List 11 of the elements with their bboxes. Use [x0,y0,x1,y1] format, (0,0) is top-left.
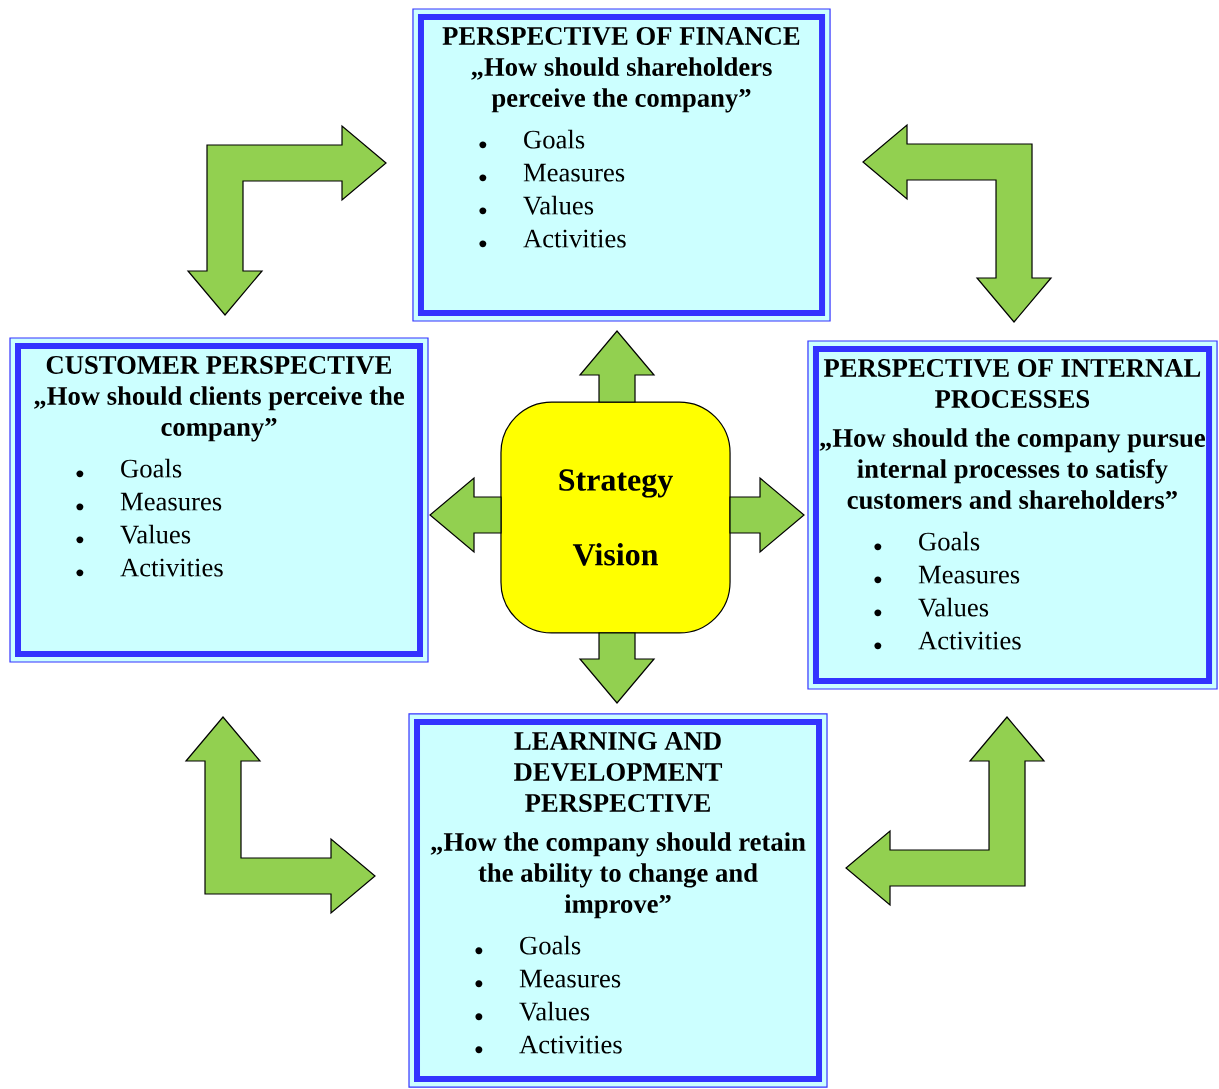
perspective-box: PERSPECTIVE OF FINANCE „How should shareholders perceive the company” Goals Measures Values Activities [412,8,831,322]
block-arrow [429,476,502,554]
perspective-box: LEARNING AND DEVELOPMENT PERSPECTIVE „How the company should retain the ability to change and improve” Goals Measures Values Activities [408,713,828,1088]
block-arrow [186,124,387,316]
block-arrow [184,716,376,915]
rounded-box: Strategy Vision [500,401,731,634]
block-arrow [729,476,805,554]
block-arrow [578,330,656,403]
perspective-box: CUSTOMER PERSPECTIVE „How should clients perceive the company” Goals Measures Values Activities [9,337,429,663]
perspective-box: PERSPECTIVE OF INTERNAL PROCESSES „How should the company pursue internal processes to satisfy customers and shareholders” Goals Measures Values Activities [807,340,1218,690]
block-arrow [578,632,656,704]
